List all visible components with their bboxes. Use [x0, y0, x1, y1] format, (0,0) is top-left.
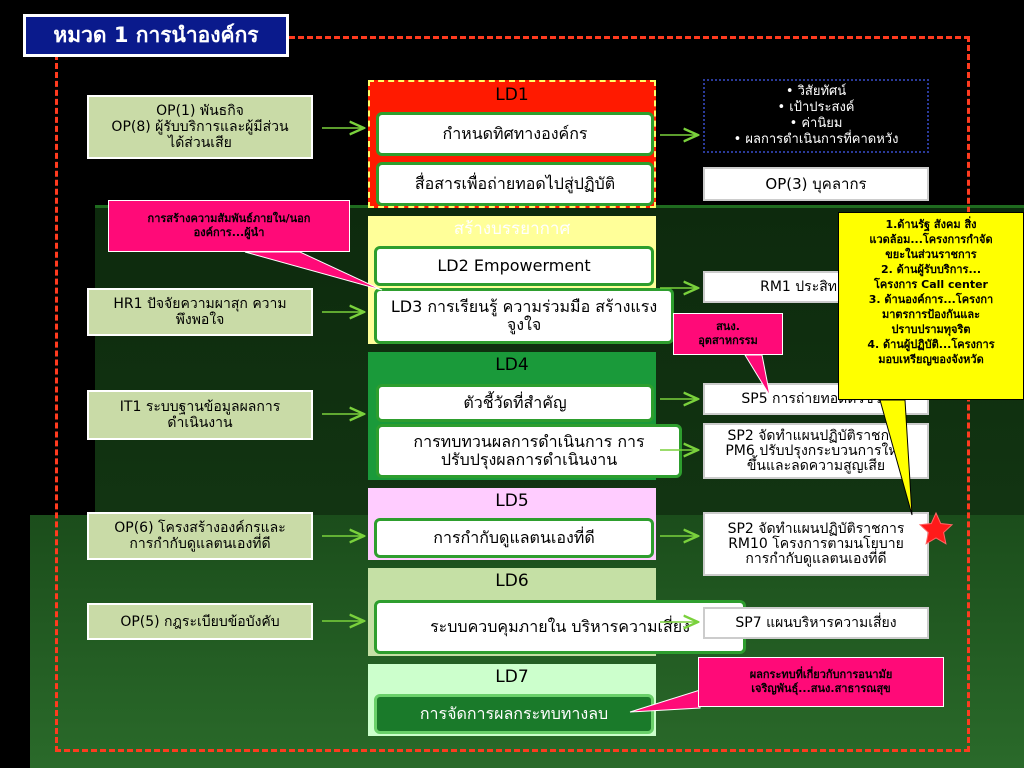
bullet-list-box: • วิสัยทัศน์ • เป้าประสงค์ • ค่านิยม • ผ… [703, 79, 929, 153]
callout-line: แวดล้อม...โครงการกำจัด [869, 233, 993, 246]
callout-yellow-projects: 1.ด้านรัฐ สังคม สิ่ง แวดล้อม...โครงการกำ… [838, 212, 1024, 400]
callout-line: 4. ด้านผู้ปฏิบัติ...โครงการ [867, 338, 995, 351]
left-line: ดำเนินงาน [167, 415, 233, 431]
callout-line: สนง. [716, 320, 740, 333]
panel-header: LD5 [495, 491, 529, 511]
bullet-item: • วิสัยทัศน์ [785, 84, 847, 99]
left-box-it1: IT1 ระบบฐานข้อมูลผลการดำเนินงาน [87, 390, 313, 440]
bullet-item: • ค่านิยม [789, 116, 843, 131]
panel-ld5: LD5 การกำกับดูแลตนเองที่ดี [368, 488, 656, 560]
callout-line: ขยะในส่วนราชการ [885, 248, 977, 261]
left-line: OP(8) ผู้รับบริการและผู้มีส่วน [111, 119, 289, 135]
right-line: SP2 จัดทำแผนปฏิบัติราชการ [727, 427, 905, 444]
callout-line: ผลกระทบที่เกี่ยวกับการอนามัย [749, 668, 893, 681]
callout-line: 3. ด้านองค์การ...โครงกา [868, 293, 994, 306]
callout-line: ปราบปรามทุจริต [891, 323, 971, 336]
right-box-sp7: SP7 แผนบริหารความเสี่ยง [703, 607, 929, 639]
bullet-item: • เป้าประสงค์ [777, 100, 855, 115]
panel-header: สร้างบรรยากาศ [453, 219, 571, 239]
callout-tail-impact [629, 689, 701, 713]
bullet-item: • ผลการดำเนินการที่คาดหวัง [733, 132, 899, 147]
callout-tail-culture [744, 354, 771, 397]
item-impact: การจัดการผลกระทบทางลบ [374, 694, 654, 734]
callout-line: เจริญพันธุ์...สนง.สาธารณสุข [751, 682, 891, 695]
item-kpi: ตัวชี้วัดที่สำคัญ [376, 384, 654, 422]
left-box-op6: OP(6) โครงสร้างองค์กรและการกำกับดูแลตนเอ… [87, 512, 313, 560]
item-ld3: LD3 การเรียนรู้ ความร่วมมือ สร้างแรงจูงใ… [374, 288, 674, 344]
right-line: RM10 โครงการตามนโยบาย [728, 535, 904, 552]
callout-line: มาตรการป้องกันและ [881, 308, 981, 321]
item-review: การทบทวนผลการดำเนินการ การปรับปรุงผลการด… [376, 424, 682, 478]
callout-tail-yellow [879, 399, 913, 516]
callout-line: 1.ด้านรัฐ สังคม สิ่ง [885, 218, 977, 231]
callout-relations: การสร้างความสัมพันธ์ภายใน/นอกองค์การ...ผ… [108, 200, 350, 252]
callout-line: มอบเหรียญของจังหวัด [878, 353, 984, 366]
right-line: การกำกับดูแลตนเองที่ดี [745, 550, 887, 567]
callout-tail-relations [244, 251, 383, 291]
right-line: PM6 ปรับปรุงกระบวนการให้ดี [725, 442, 907, 459]
page-title: หมวด 1 การนำองค์กร [23, 14, 289, 57]
callout-line: องค์การ...ผู้นำ [193, 226, 265, 239]
item-communicate: สื่อสารเพื่อถ่ายทอดไปสู่ปฏิบัติ [376, 162, 654, 206]
callout-line: อุตสาหกรรม [698, 334, 758, 347]
panel-header: LD4 [495, 355, 529, 375]
panel-ld4: LD4 ตัวชี้วัดที่สำคัญ การทบทวนผลการดำเนิ… [368, 352, 682, 480]
left-box-op5: OP(5) กฎระเบียบข้อบังคับ [87, 603, 313, 640]
panel-header: LD7 [495, 667, 529, 687]
left-line: IT1 ระบบฐานข้อมูลผลการ [119, 399, 281, 415]
item-ld2: LD2 Empowerment [374, 246, 654, 286]
left-line: ได้ส่วนเสีย [168, 135, 232, 151]
callout-line: โครงการ Call center [874, 278, 988, 291]
item-direction: กำหนดทิศทางองค์กร [376, 112, 654, 156]
left-line: OP(5) กฎระเบียบข้อบังคับ [120, 613, 280, 630]
right-line: ขึ้นและลดความสูญเสีย [746, 457, 886, 474]
panel-ld1: LD1 กำหนดทิศทางองค์กร สื่อสารเพื่อถ่ายทอ… [368, 80, 656, 208]
left-line: การกำกับดูแลตนเองที่ดี [129, 536, 271, 552]
panel-climate: สร้างบรรยากาศ LD2 Empowerment LD3 การเรี… [368, 216, 674, 344]
right-box-op3: OP(3) บุคลากร [703, 167, 929, 201]
callout-culture: สนง.อุตสาหกรรม [673, 313, 783, 355]
panel-header: LD1 [495, 85, 529, 105]
panel-header: LD6 [495, 571, 529, 591]
callout-line: การสร้างความสัมพันธ์ภายใน/นอก [147, 212, 311, 225]
panel-ld7: LD7 การจัดการผลกระทบทางลบ [368, 664, 656, 736]
right-line: SP2 จัดทำแผนปฏิบัติราชการ [727, 520, 905, 537]
callout-line: 2. ด้านผู้รับบริการ... [880, 263, 981, 276]
left-line: OP(1) พันธกิจ [156, 103, 244, 119]
left-line: พึงพอใจ [175, 312, 225, 328]
item-governance: การกำกับดูแลตนเองที่ดี [374, 518, 654, 558]
callout-impact: ผลกระทบที่เกี่ยวกับการอนามัยเจริญพันธุ์.… [698, 657, 944, 707]
star-icon [918, 511, 954, 545]
left-line: HR1 ปัจจัยความผาสุก ความ [113, 296, 287, 312]
left-line: OP(6) โครงสร้างองค์กรและ [114, 520, 286, 536]
left-box-hr1: HR1 ปัจจัยความผาสุก ความพึงพอใจ [87, 288, 313, 336]
